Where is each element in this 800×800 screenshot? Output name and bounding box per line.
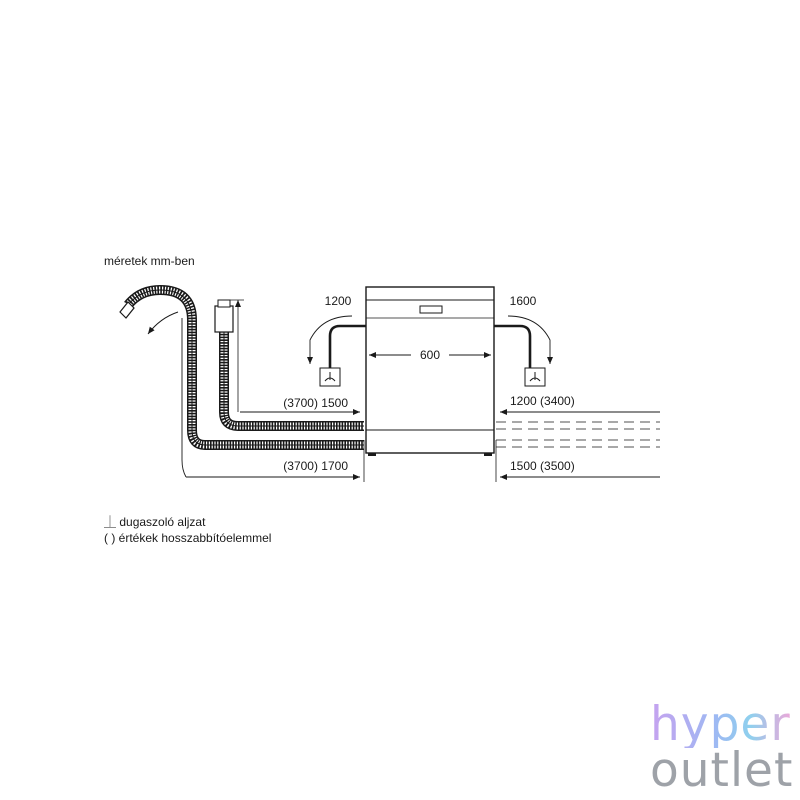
right-cord-length: 1600 — [510, 294, 537, 308]
width-dimension: 600 — [420, 348, 440, 362]
drain-hose-length: (3700) 1700 — [283, 459, 348, 473]
legend-extension: ( ) értékek hosszabbítóelemmel — [104, 531, 271, 545]
control-panel-display — [419, 305, 443, 314]
paren-symbol: ( ) — [104, 531, 116, 545]
right-lower-length: 1500 (3500) — [510, 459, 575, 473]
drain-hose-end-icon — [119, 301, 135, 319]
power-cord-left — [328, 324, 366, 368]
legend-extension-label: értékek hosszabbítóelemmel — [118, 531, 272, 545]
hyper-outlet-logo: hyper outlet — [650, 701, 794, 798]
logo-line-2: outlet — [650, 743, 794, 798]
inlet-hose — [214, 299, 364, 431]
socket-right-icon — [524, 367, 546, 387]
inlet-hose-length: (3700) 1500 — [283, 396, 348, 410]
right-upper-length: 1200 (3400) — [510, 394, 575, 408]
extension-dashes — [496, 421, 660, 448]
aquastop-valve-icon — [214, 305, 234, 333]
power-cord-right — [494, 324, 532, 368]
socket-icon: ⏊ — [104, 515, 117, 529]
logo-line-1: hyper — [650, 701, 793, 748]
drain-hose — [119, 284, 364, 450]
units-note: méretek mm-ben — [104, 254, 195, 268]
dishwasher-front — [365, 286, 495, 456]
socket-left-icon — [319, 367, 341, 387]
legend-socket-label: dugaszoló aljzat — [119, 515, 206, 529]
left-cord-length: 1200 — [325, 294, 352, 308]
legend-socket: ⏊ dugaszoló aljzat — [104, 515, 205, 529]
